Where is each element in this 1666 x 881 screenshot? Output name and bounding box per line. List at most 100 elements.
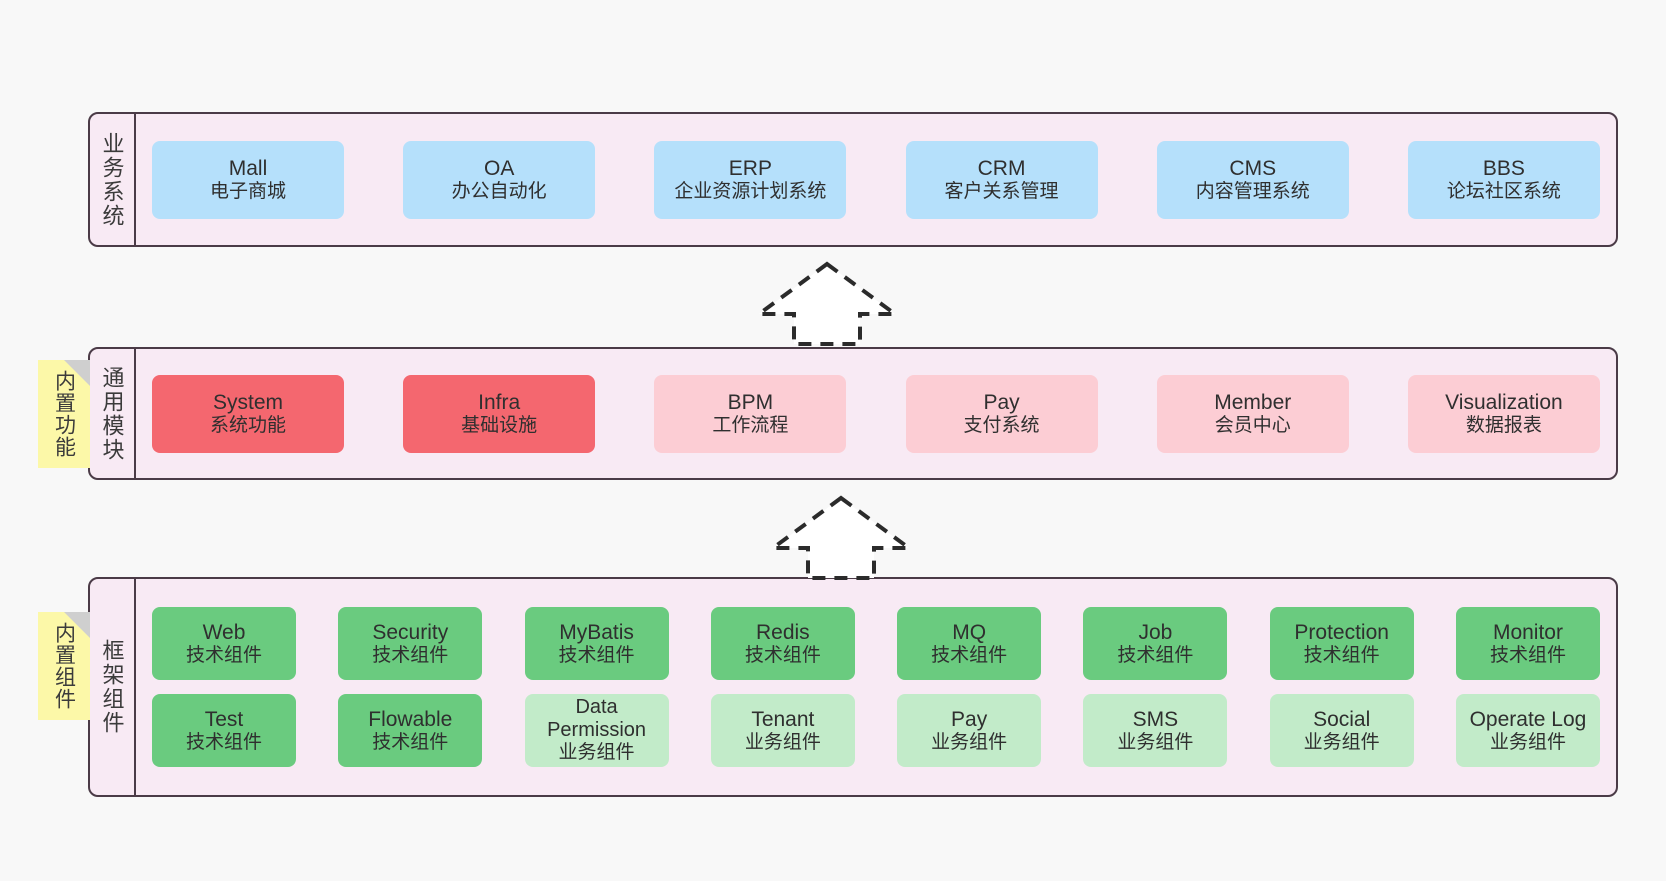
card-title: BPM: [727, 390, 774, 414]
card-monitor[interactable]: Monitor 技术组件: [1455, 607, 1600, 680]
card-erp[interactable]: ERP 企业资源计划系统: [654, 140, 847, 219]
layer-common-module: 通用模块 System 系统功能 Infra 基础设施 BPM 工作流程 Pay…: [88, 347, 1618, 480]
card-title: Operate Log: [1469, 707, 1587, 731]
card-subtitle: 技术组件: [1489, 644, 1566, 666]
card-subtitle: 技术组件: [744, 644, 821, 666]
card-subtitle: 办公自动化: [451, 180, 547, 202]
card-title: CMS: [1229, 156, 1277, 180]
card-subtitle: 业务组件: [1489, 731, 1566, 753]
card-row: Web 技术组件 Security 技术组件 MyBatis 技术组件 Redi…: [152, 607, 1600, 680]
sticky-note-label: 内置功能: [52, 370, 76, 458]
card-subtitle: 业务组件: [558, 742, 635, 764]
card-title: BBS: [1482, 156, 1525, 180]
card-title: Flowable: [368, 707, 453, 731]
card-title: Data Permission: [547, 696, 647, 742]
card-subtitle: 技术组件: [185, 644, 262, 666]
card-subtitle: 技术组件: [372, 731, 449, 753]
layer-title-common-module: 通用模块: [90, 349, 136, 478]
card-subtitle: 企业资源计划系统: [674, 180, 827, 202]
card-title: System: [212, 390, 283, 414]
card-subtitle: 内容管理系统: [1195, 180, 1310, 202]
layer-title-business-system: 业务系统: [90, 114, 136, 245]
card-title: Pay: [951, 707, 988, 731]
sticky-note-label: 内置组件: [52, 622, 76, 710]
card-job[interactable]: Job 技术组件: [1083, 607, 1228, 680]
card-title: Security: [372, 620, 449, 644]
card-data-permission[interactable]: Data Permission 业务组件: [524, 694, 669, 767]
card-subtitle: 基础设施: [461, 414, 538, 436]
layer-framework-component: 框架组件 Web 技术组件 Security 技术组件 MyBatis 技术组件…: [88, 577, 1618, 797]
card-sms[interactable]: SMS 业务组件: [1083, 694, 1228, 767]
card-protection[interactable]: Protection 技术组件: [1269, 607, 1414, 680]
note-fold-corner-icon: [64, 360, 90, 386]
card-subtitle: 技术组件: [185, 731, 262, 753]
card-title: Mall: [228, 156, 268, 180]
card-row: Test 技术组件 Flowable 技术组件 Data Permission …: [152, 694, 1600, 767]
card-mall[interactable]: Mall 电子商城: [152, 140, 344, 219]
card-title: Visualization: [1445, 390, 1563, 414]
card-title: Infra: [478, 390, 521, 414]
card-title: SMS: [1132, 707, 1179, 731]
card-cms[interactable]: CMS 内容管理系统: [1156, 140, 1349, 219]
card-flowable[interactable]: Flowable 技术组件: [338, 694, 483, 767]
card-subtitle: 支付系统: [963, 414, 1040, 436]
card-subtitle: 业务组件: [744, 731, 821, 753]
card-title: Web: [202, 620, 246, 644]
card-title: MyBatis: [559, 620, 634, 644]
layer-body-framework-component: Web 技术组件 Security 技术组件 MyBatis 技术组件 Redi…: [136, 579, 1616, 795]
arrow-implement-shape: [766, 495, 916, 580]
card-subtitle: 技术组件: [372, 644, 449, 666]
card-tenant[interactable]: Tenant 业务组件: [710, 694, 855, 767]
card-title: Protection: [1294, 620, 1389, 644]
layer-body-common-module: System 系统功能 Infra 基础设施 BPM 工作流程 Pay 支付系统…: [136, 349, 1616, 478]
card-subtitle: 技术组件: [558, 644, 635, 666]
card-bpm[interactable]: BPM 工作流程: [654, 374, 847, 453]
card-operate-log[interactable]: Operate Log 业务组件: [1455, 694, 1600, 767]
card-title: CRM: [977, 156, 1026, 180]
card-title: Social: [1313, 707, 1371, 731]
arrow-build-shape: [752, 261, 902, 346]
card-title: ERP: [728, 156, 772, 180]
card-subtitle: 工作流程: [712, 414, 789, 436]
card-mq[interactable]: MQ 技术组件: [897, 607, 1042, 680]
card-bbs[interactable]: BBS 论坛社区系统: [1407, 140, 1600, 219]
card-title: Pay: [983, 390, 1020, 414]
arrow-build: [752, 258, 902, 348]
card-subtitle: 技术组件: [1117, 644, 1194, 666]
card-security[interactable]: Security 技术组件: [338, 607, 483, 680]
card-subtitle: 论坛社区系统: [1446, 180, 1561, 202]
card-redis[interactable]: Redis 技术组件: [710, 607, 855, 680]
card-crm[interactable]: CRM 客户关系管理: [905, 140, 1098, 219]
card-visualization[interactable]: Visualization 数据报表: [1407, 374, 1600, 453]
card-test[interactable]: Test 技术组件: [152, 694, 296, 767]
card-row: System 系统功能 Infra 基础设施 BPM 工作流程 Pay 支付系统…: [152, 374, 1600, 453]
card-system[interactable]: System 系统功能: [152, 374, 344, 453]
card-subtitle: 客户关系管理: [944, 180, 1059, 202]
card-title: Monitor: [1492, 620, 1563, 644]
sticky-note-builtin-component: 内置组件: [38, 612, 90, 720]
card-subtitle: 会员中心: [1214, 414, 1291, 436]
card-mybatis[interactable]: MyBatis 技术组件: [524, 607, 669, 680]
card-row: Mall 电子商城 OA 办公自动化 ERP 企业资源计划系统 CRM 客户关系…: [152, 140, 1600, 219]
card-subtitle: 业务组件: [1117, 731, 1194, 753]
card-subtitle: 数据报表: [1465, 414, 1542, 436]
card-web[interactable]: Web 技术组件: [152, 607, 296, 680]
note-fold-corner-icon: [64, 612, 90, 638]
card-pay[interactable]: Pay 支付系统: [905, 374, 1098, 453]
card-title: MQ: [952, 620, 987, 644]
card-title: Test: [204, 707, 244, 731]
layer-title-framework-component: 框架组件: [90, 579, 136, 795]
layer-business-system: 业务系统 Mall 电子商城 OA 办公自动化 ERP 企业资源计划系统 CRM…: [88, 112, 1618, 247]
card-subtitle: 业务组件: [931, 731, 1008, 753]
sticky-note-builtin-function: 内置功能: [38, 360, 90, 468]
card-social[interactable]: Social 业务组件: [1269, 694, 1414, 767]
card-title: Member: [1214, 390, 1292, 414]
card-pay-business[interactable]: Pay 业务组件: [897, 694, 1042, 767]
card-subtitle: 电子商城: [209, 180, 286, 202]
card-infra[interactable]: Infra 基础设施: [403, 374, 596, 453]
card-member[interactable]: Member 会员中心: [1156, 374, 1349, 453]
layer-body-business-system: Mall 电子商城 OA 办公自动化 ERP 企业资源计划系统 CRM 客户关系…: [136, 114, 1616, 245]
card-title: Redis: [755, 620, 810, 644]
card-oa[interactable]: OA 办公自动化: [403, 140, 596, 219]
